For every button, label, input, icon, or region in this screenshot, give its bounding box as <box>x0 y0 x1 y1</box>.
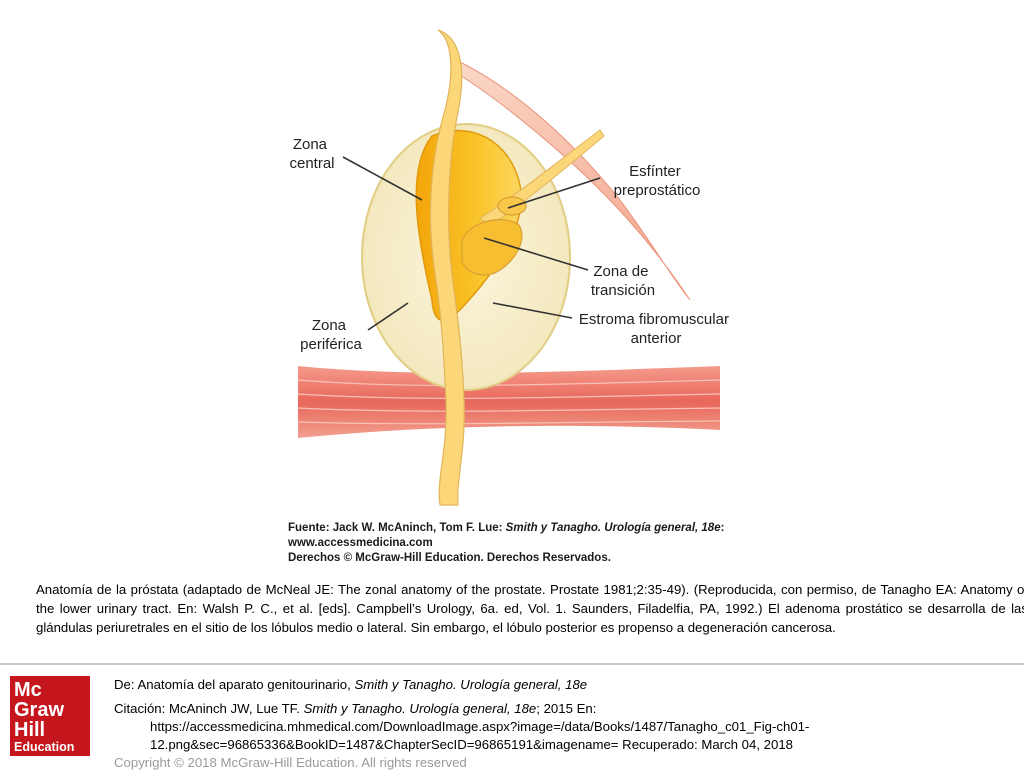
source-url-line1[interactable]: https://accessmedicina.mhmedical.com/Dow… <box>150 719 810 734</box>
credit-url: www.accessmedicina.com <box>288 537 433 549</box>
source-url-line2[interactable]: 12.png&sec=96865336&BookID=1487&ChapterS… <box>150 737 793 752</box>
urethra <box>429 29 465 506</box>
prostate-anatomy-diagram: Zona central Zona periférica Esfínter pr… <box>289 29 733 506</box>
leader-lines <box>342 156 601 331</box>
figure-credit: Fuente: Jack W. McAninch, Tom F. Lue: Sm… <box>288 521 738 566</box>
copyright-text: Copyright © 2018 McGraw-Hill Education. … <box>114 755 467 770</box>
label-zona-periferica: Zona periférica <box>300 317 362 353</box>
label-estroma-fibromuscular: Estroma fibromuscular anterior <box>579 311 733 347</box>
mcgraw-hill-logo: Mc Graw Hill Education <box>10 676 90 756</box>
transition-zone <box>461 219 523 276</box>
source-citation: Citación: McAninch JW, Lue TF. Smith y T… <box>114 701 597 716</box>
label-zona-central: Zona central <box>289 136 334 172</box>
label-zona-transicion: Zona de transición <box>591 263 655 299</box>
bladder-wall <box>451 57 691 301</box>
source-de: De: Anatomía del aparato genitourinario,… <box>114 677 588 692</box>
figure-caption: Anatomía de la próstata (adaptado de McN… <box>36 582 1024 635</box>
divider <box>0 663 1024 665</box>
credit-rights: Derechos © McGraw-Hill Education. Derech… <box>288 552 611 564</box>
source-info: De: Anatomía del aparato genitourinario,… <box>114 676 1014 772</box>
muscle-band <box>297 366 721 438</box>
label-esfinter-preprostatico: Esfínter preprostático <box>614 163 701 199</box>
